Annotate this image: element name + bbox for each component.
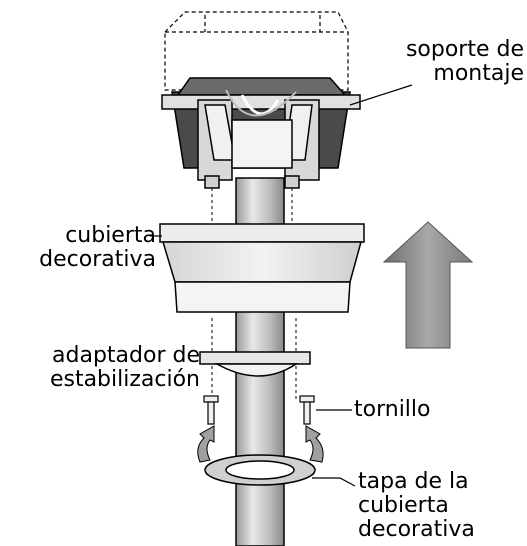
label-screw: tornillo bbox=[354, 397, 431, 422]
mounting-bracket bbox=[161, 77, 361, 189]
curved-arrow-icon bbox=[197, 425, 324, 463]
canopy-cover bbox=[159, 223, 365, 313]
label-mounting-bracket: soporte de montaje bbox=[405, 37, 524, 86]
screw-left bbox=[203, 395, 219, 425]
outlet-box-outline bbox=[164, 11, 349, 91]
label-canopy-cap: tapa de la cubierta decorativa bbox=[358, 469, 475, 542]
label-stabilizing-adapter: adaptador de estabilización bbox=[49, 343, 200, 392]
leader-lines bbox=[150, 84, 413, 487]
up-arrow-icon bbox=[382, 221, 474, 349]
screw-right bbox=[299, 395, 315, 425]
downrod-pipe bbox=[235, 177, 285, 546]
alignment-guides bbox=[211, 188, 297, 400]
label-canopy: cubierta decorativa bbox=[39, 223, 156, 272]
canopy-cap-ring bbox=[204, 454, 316, 486]
stabilizing-adapter bbox=[199, 351, 311, 377]
